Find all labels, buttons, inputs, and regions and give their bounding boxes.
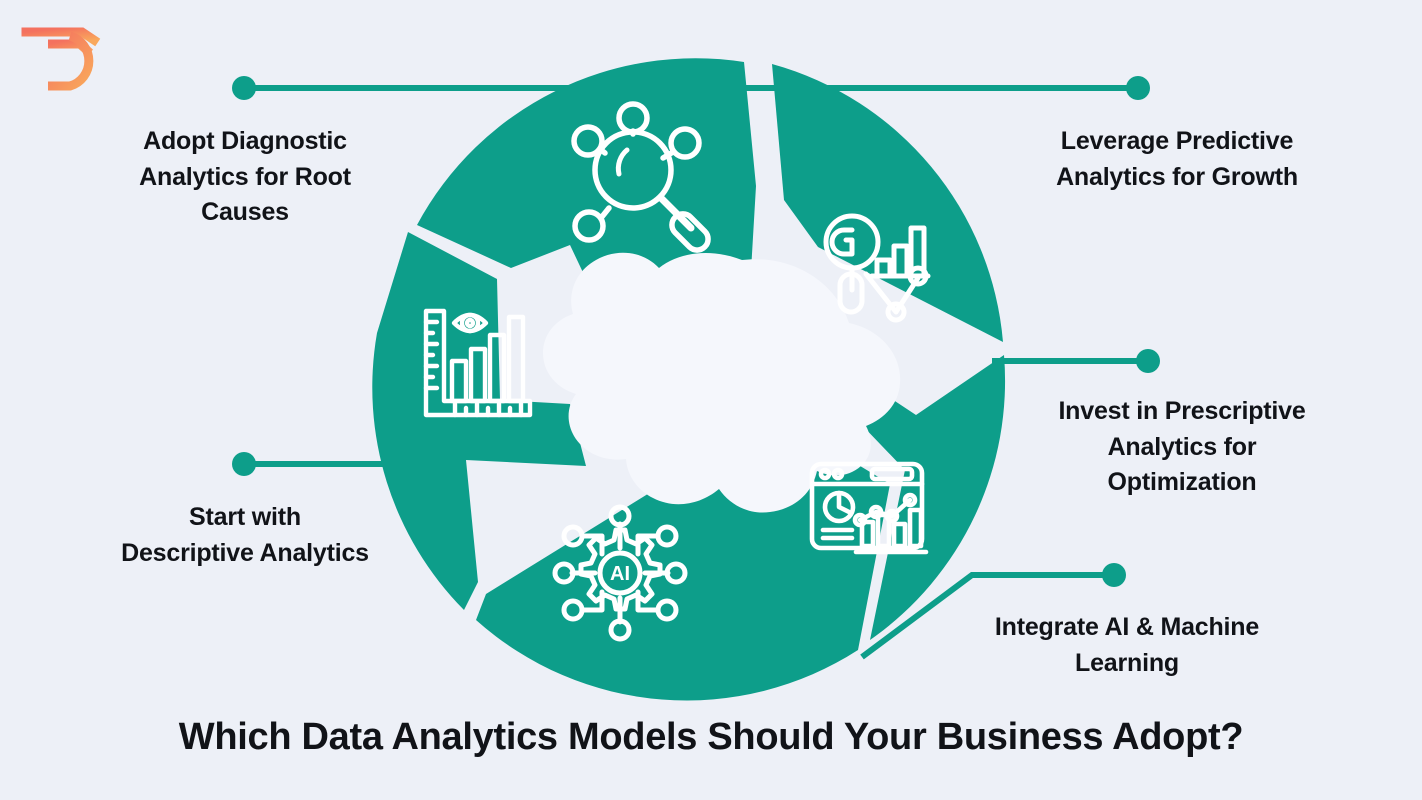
connector-line-bottom-right (860, 572, 1114, 660)
connector-dot-descriptive (232, 452, 256, 476)
ai-gear-network-icon: AI (552, 504, 688, 642)
connector-dot-diagnostic (232, 76, 256, 100)
connector-dot-predictive (1126, 76, 1150, 100)
td-monogram-logo[interactable] (18, 14, 110, 98)
segment-label-prescriptive: Invest in Prescriptive Analytics for Opt… (1058, 397, 1306, 496)
connector-dot-prescriptive (1136, 349, 1160, 373)
segment-label-descriptive: Start with Descriptive Analytics (121, 503, 369, 567)
ai-gear-label: AI (610, 563, 630, 585)
magnifier-network-icon (571, 101, 711, 253)
connector-dot-ai (1102, 563, 1126, 587)
magnifier-bar-chart-trend-icon (823, 213, 931, 323)
segment-diagnostic[interactable] (417, 58, 756, 322)
segment-label-ai-ml: Integrate AI & Machine Learning (994, 613, 1260, 677)
segment-label-predictive: Leverage Predictive Analytics for Growth (1056, 127, 1298, 191)
center-cloud-blob (543, 252, 901, 513)
segment-label-diagnostic: Adopt Diagnostic Analytics for Root Caus… (139, 127, 351, 226)
dashboard-window-charts-icon (809, 461, 929, 555)
bar-chart-eye-ruler-icon (423, 308, 533, 418)
segment-predictive[interactable] (772, 64, 1003, 342)
page-title: Which Data Analytics Models Should Your … (178, 716, 1244, 758)
connector-dots (232, 76, 1160, 587)
